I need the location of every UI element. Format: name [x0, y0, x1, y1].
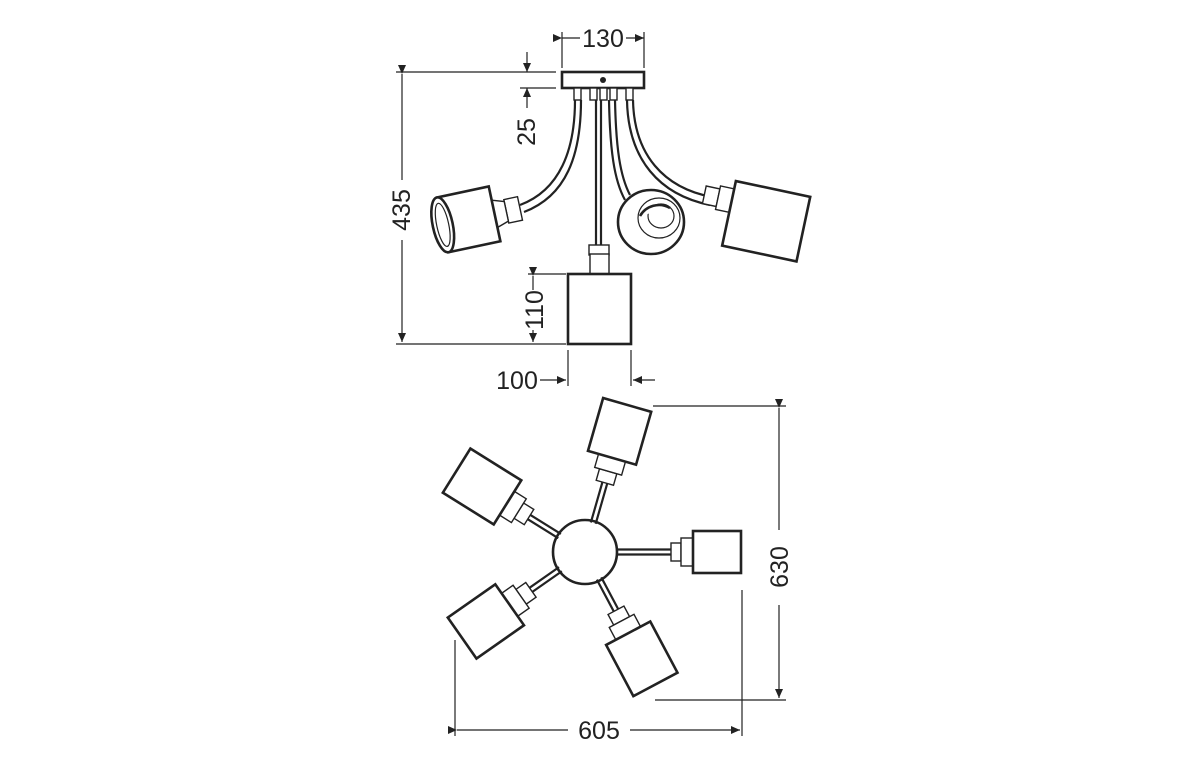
canopy-sockets — [573, 87, 634, 101]
canopy-screw — [600, 77, 606, 83]
dim-canopy-height: 25 — [513, 118, 541, 146]
side-view — [430, 70, 812, 346]
top-view — [441, 396, 743, 698]
top-hub — [551, 518, 619, 586]
dim-shade-height: 110 — [521, 290, 549, 330]
top-lamp-down-left — [445, 566, 563, 661]
top-lamp-up-left — [441, 446, 562, 540]
side-lamp-right — [701, 179, 812, 263]
dim-total-width: 605 — [578, 717, 620, 745]
side-lamp-center — [566, 244, 633, 346]
dim-total-depth: 630 — [766, 546, 794, 588]
side-arms — [519, 99, 713, 245]
top-lamp-up — [586, 396, 653, 525]
top-lamp-down — [595, 576, 680, 698]
side-lamp-left — [430, 184, 524, 254]
dim-canopy-width: 130 — [582, 25, 624, 53]
side-dimensions: 130 25 435 110 100 — [388, 25, 655, 395]
side-lamp-back — [616, 188, 686, 256]
top-lamp-right — [617, 529, 743, 575]
dim-shade-width: 100 — [496, 367, 538, 395]
top-dimensions: 630 605 — [448, 399, 794, 745]
dim-total-height: 435 — [388, 189, 416, 231]
